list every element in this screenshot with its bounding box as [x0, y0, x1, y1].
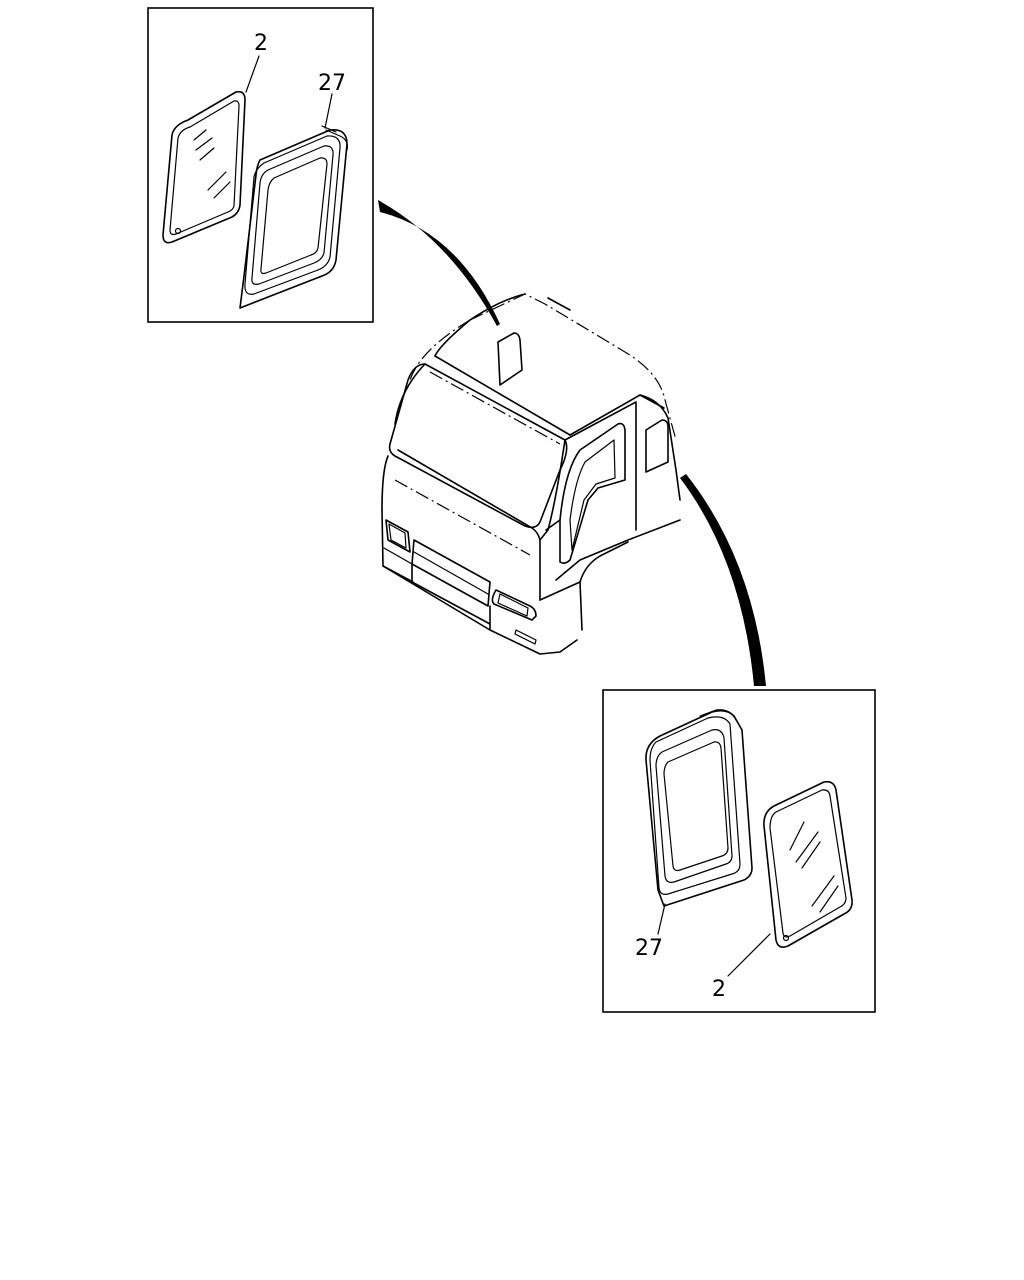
grille	[411, 539, 491, 607]
side-glass-upper	[162, 90, 246, 244]
callout-label: 2	[712, 977, 726, 1002]
window-seal-upper	[239, 125, 348, 309]
door-window	[559, 422, 626, 564]
detail-inset-lower: 27 2	[602, 689, 876, 1013]
headlight-right	[491, 589, 537, 621]
leader-line	[657, 903, 666, 935]
pointer-arrow-upper	[378, 200, 500, 326]
truck-cab	[381, 293, 681, 655]
callout-label: 27	[318, 71, 346, 96]
side-glass-lower	[763, 780, 853, 948]
inset-frame-lower	[602, 689, 876, 1013]
callout-label: 27	[635, 936, 663, 961]
windshield	[388, 363, 568, 529]
headlight-left	[385, 519, 411, 553]
detail-inset-upper: 2 27	[147, 7, 374, 323]
leader-line	[324, 93, 333, 129]
leader-line	[727, 933, 771, 977]
rear-quarter-glass	[645, 419, 669, 473]
pointer-arrow-lower	[680, 474, 766, 686]
callout-label: 2	[254, 31, 268, 56]
inset-frame-upper	[147, 7, 374, 323]
window-seal-lower	[645, 709, 753, 907]
leader-line	[245, 55, 260, 93]
roof-glass	[497, 332, 523, 386]
